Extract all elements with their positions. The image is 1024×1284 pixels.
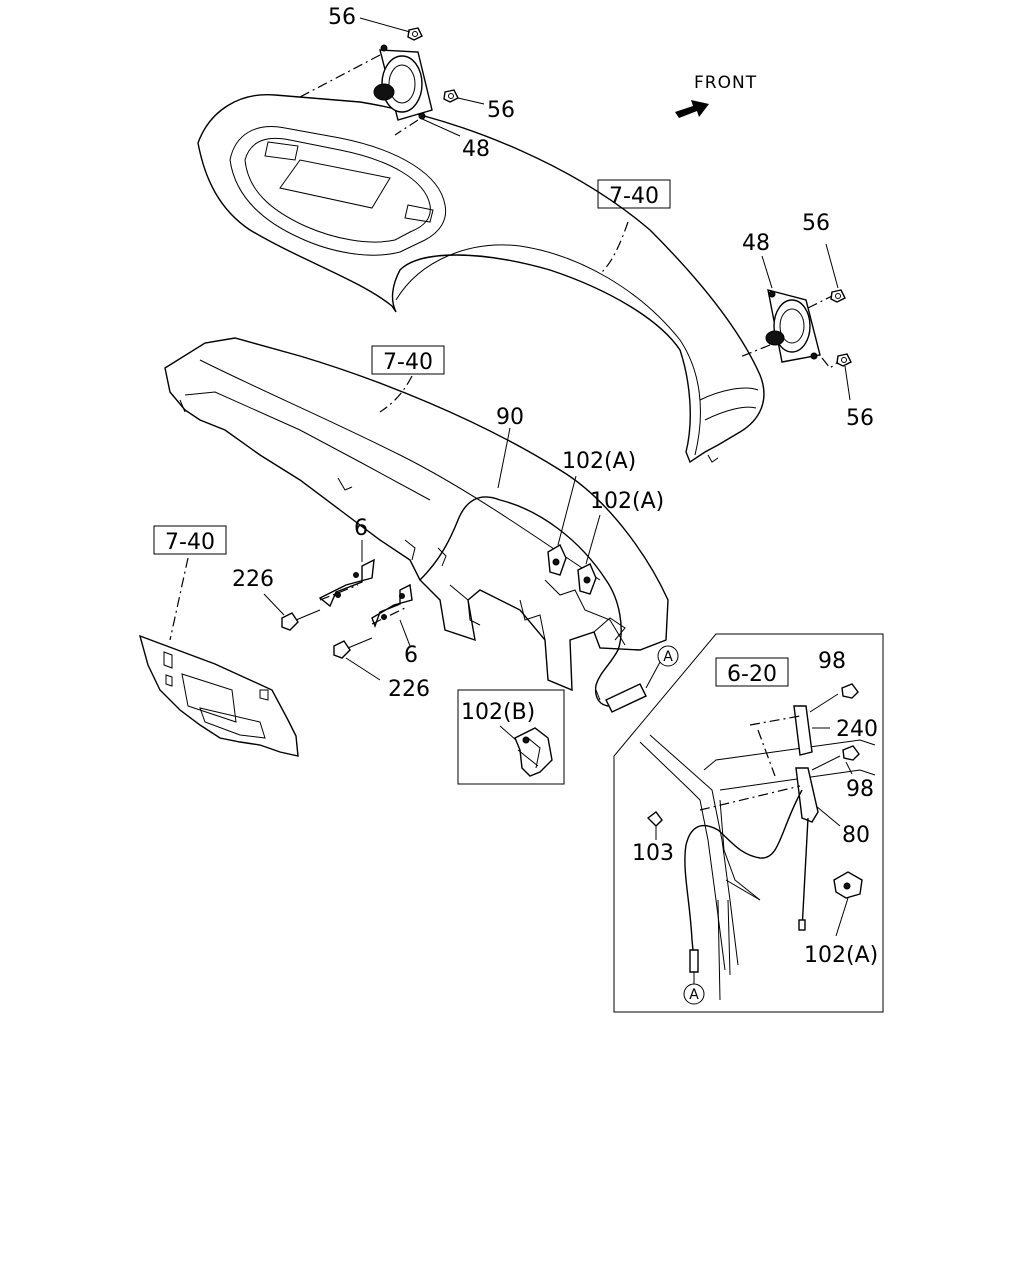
clip-102a-right: [577, 563, 597, 595]
ref-box-6-20: 6-20: [715, 657, 789, 687]
inset-clip-102b: [457, 689, 565, 785]
front-indicator: FRONT: [675, 73, 757, 118]
bolt-226-upper: [281, 609, 321, 631]
marker-a-label-inset: A: [689, 987, 699, 1003]
callout-103: 103: [632, 841, 674, 866]
antenna-cable-90: [419, 496, 647, 713]
dashboard-lower-body: [164, 337, 669, 692]
callout-226-upper: 226: [232, 567, 274, 592]
connector-marker-a-main: A: [645, 645, 679, 689]
ref-box-7-40-left: 7-40: [153, 525, 227, 555]
callout-90: 90: [496, 405, 524, 430]
bracket-240: [793, 705, 830, 756]
callout-56-mid: 56: [487, 98, 515, 123]
bolt-98-upper: [841, 683, 859, 699]
callout-6-lower: 6: [404, 643, 418, 668]
ref-7-40-mid-label: 7-40: [383, 350, 433, 375]
callout-226-lower: 226: [388, 677, 430, 702]
callout-102a-inset: 102(A): [804, 943, 878, 968]
bolt-226-lower: [333, 637, 373, 659]
connector-marker-a-inset: A: [683, 972, 705, 1005]
ref-6-20-label: 6-20: [727, 662, 777, 687]
callout-98-upper: 98: [818, 649, 846, 674]
nut-56-right-upper: [830, 289, 846, 303]
front-arrow-icon: [675, 100, 709, 118]
nut-56-mid-left: [443, 89, 459, 103]
callout-102b: 102(B): [461, 700, 535, 725]
bracket-6-upper: [318, 558, 375, 608]
callout-56-top: 56: [328, 5, 356, 30]
clip-102a-inset: [833, 871, 863, 899]
clip-103: [646, 811, 663, 827]
ref-7-40-top-label: 7-40: [609, 184, 659, 209]
inset-antenna-detail: [613, 633, 884, 1013]
bolt-98-lower: [842, 745, 860, 761]
nut-56-right-lower: [836, 353, 852, 367]
antenna-rod-80: [795, 767, 819, 931]
callout-240: 240: [836, 717, 878, 742]
callout-48-left: 48: [462, 137, 490, 162]
ref-7-40-left-label: 7-40: [165, 530, 215, 555]
callout-102a-right: 102(A): [590, 489, 664, 514]
lower-cluster-panel: [138, 634, 299, 757]
callout-56-right-lower: 56: [846, 406, 874, 431]
clip-102a-left: [547, 544, 567, 576]
front-label: FRONT: [694, 73, 757, 93]
nut-56-top-left: [407, 27, 423, 41]
speaker-right: [765, 289, 821, 363]
callout-98-lower: 98: [846, 777, 874, 802]
callout-102a-left: 102(A): [562, 449, 636, 474]
callout-6-upper: 6: [354, 516, 368, 541]
dashboard-upper-cover: [197, 93, 765, 464]
callout-48-right: 48: [742, 231, 770, 256]
callout-56-right-upper: 56: [802, 211, 830, 236]
clip-102b-icon: [514, 727, 553, 777]
ref-box-7-40-top: 7-40: [597, 179, 671, 209]
callout-80: 80: [842, 823, 870, 848]
speaker-left: [373, 44, 433, 121]
ref-box-7-40-mid: 7-40: [371, 345, 445, 375]
marker-a-label-main: A: [663, 649, 673, 665]
bracket-6-lower: [371, 583, 413, 629]
